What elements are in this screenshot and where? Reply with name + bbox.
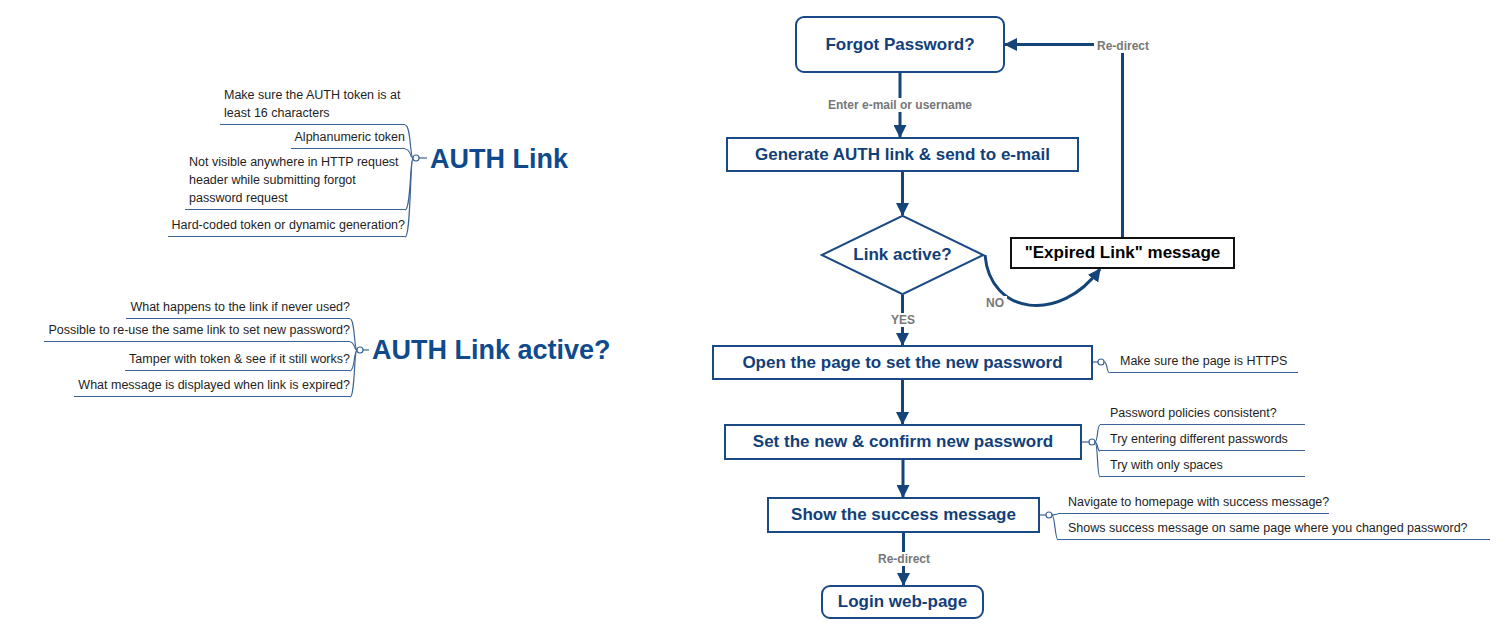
branch-dot bbox=[1098, 359, 1104, 365]
branch-line bbox=[405, 158, 413, 237]
branch-dot bbox=[1089, 439, 1095, 445]
branch-dots bbox=[357, 155, 1104, 518]
node-text: Generate AUTH link & send to e-mail bbox=[755, 145, 1050, 165]
diamond-shape bbox=[822, 216, 984, 294]
branch-note: Alphanumeric token bbox=[291, 128, 405, 149]
process-box: Open the page to set the new password bbox=[712, 345, 1093, 380]
node-text: Forgot Password? bbox=[825, 35, 974, 55]
branch-note: Make sure the AUTH token is at least 16 … bbox=[220, 86, 405, 125]
node-text: "Expired Link" message bbox=[1025, 243, 1221, 263]
topic-heading: AUTH Link active? bbox=[372, 334, 611, 366]
node-text: Link active? bbox=[853, 245, 951, 265]
branch-note: Navigate to homepage with success messag… bbox=[1058, 493, 1329, 514]
branch-line bbox=[350, 342, 357, 350]
branch-note: Possible to re-use the same link to set … bbox=[44, 321, 350, 342]
flow-arrow bbox=[901, 380, 904, 424]
branch-line bbox=[405, 149, 413, 158]
message-box: "Expired Link" message bbox=[1010, 237, 1235, 269]
branch-note: Shows success message on same page where… bbox=[1058, 519, 1490, 540]
branch-line bbox=[1040, 514, 1046, 515]
node-text: Show the success message bbox=[791, 505, 1016, 525]
branch-note: Make sure the page is HTTPS bbox=[1110, 352, 1298, 373]
branch-note: What message is displayed when link is e… bbox=[74, 376, 350, 397]
node-text: Login web-page bbox=[838, 592, 967, 612]
branch-line bbox=[1052, 514, 1058, 515]
branch-note: What happens to the link if never used? bbox=[126, 298, 350, 319]
branch-line bbox=[350, 319, 357, 350]
branch-dot bbox=[357, 347, 363, 353]
branch-dot bbox=[413, 155, 419, 161]
start-box: Forgot Password? bbox=[795, 16, 1005, 73]
edge-label: Re-direct bbox=[1094, 39, 1152, 53]
branch-note: Try with only spaces bbox=[1100, 456, 1305, 477]
branch-note: Hard-coded token or dynamic generation? bbox=[168, 216, 405, 237]
branch-line bbox=[1093, 361, 1098, 362]
process-box: Show the success message bbox=[767, 497, 1040, 533]
branch-note: Tamper with token & see if it still work… bbox=[125, 350, 350, 371]
branch-note: Try entering different passwords bbox=[1100, 430, 1305, 451]
edge-label: Enter e-mail or username bbox=[825, 98, 975, 112]
decision-diamond: Link active? bbox=[820, 215, 985, 295]
node-text: Set the new & confirm new password bbox=[753, 432, 1053, 452]
branch-line bbox=[363, 349, 369, 350]
end-box: Login web-page bbox=[821, 585, 984, 619]
process-box: Generate AUTH link & send to e-mail bbox=[726, 137, 1079, 172]
flow-arrow bbox=[902, 460, 905, 497]
branch-lines bbox=[350, 125, 1110, 540]
topic-heading: AUTH Link bbox=[430, 143, 568, 175]
branch-dot bbox=[1046, 512, 1052, 518]
node-text: Open the page to set the new password bbox=[742, 353, 1062, 373]
edge-label: NO bbox=[983, 296, 1007, 310]
edge-label: YES bbox=[888, 313, 918, 327]
branch-note: Not visible anywhere in HTTP request hea… bbox=[185, 153, 405, 210]
branch-line bbox=[419, 157, 427, 158]
branch-line bbox=[405, 125, 413, 158]
branch-line bbox=[350, 350, 357, 397]
process-box: Set the new & confirm new password bbox=[724, 424, 1082, 460]
flow-arrow bbox=[901, 172, 904, 215]
edge-label: Re-direct bbox=[875, 552, 933, 566]
branch-line bbox=[1082, 441, 1089, 442]
branch-note: Password policies consistent? bbox=[1100, 404, 1305, 425]
